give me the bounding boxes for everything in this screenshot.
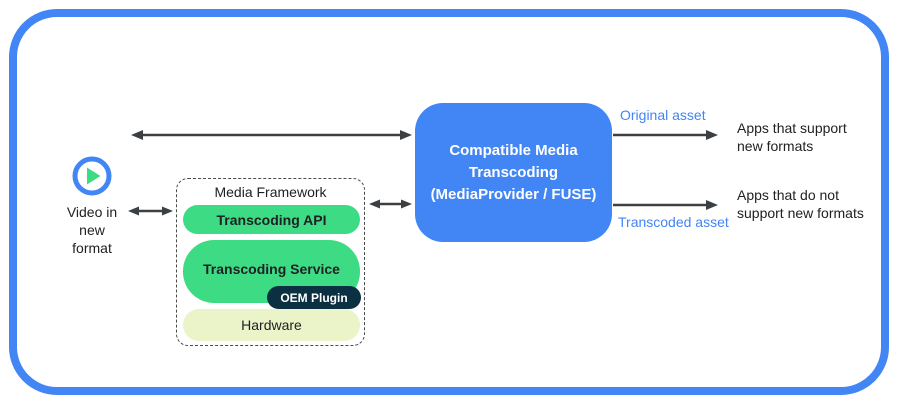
hardware-layer: Hardware bbox=[183, 309, 360, 341]
play-icon bbox=[72, 156, 112, 196]
video-source-label: Video in new format bbox=[66, 204, 118, 256]
original-asset-label: Original asset bbox=[620, 107, 706, 123]
transcoding-api-layer: Transcoding API bbox=[183, 205, 360, 234]
media-framework-title: Media Framework bbox=[214, 184, 327, 200]
compatible-media-transcoding-box: Compatible Media Transcoding (MediaProvi… bbox=[415, 103, 612, 242]
media-framework-box bbox=[176, 178, 365, 346]
apps-support-label: Apps that support new formats bbox=[737, 120, 847, 154]
outer-frame bbox=[9, 9, 889, 395]
apps-no-support-label: Apps that do not support new formats bbox=[737, 187, 864, 221]
transcoded-asset-label: Transcoded asset bbox=[618, 214, 729, 230]
oem-plugin-badge: OEM Plugin bbox=[267, 286, 361, 309]
